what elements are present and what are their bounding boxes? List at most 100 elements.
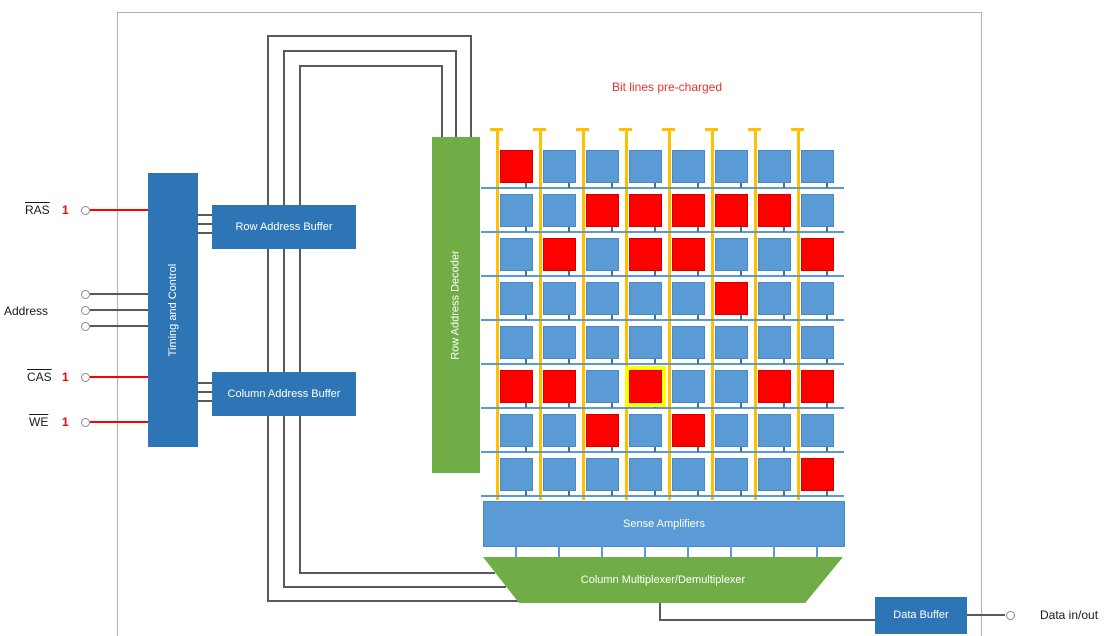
cell-stub [697, 359, 699, 364]
sense-amp-connector [816, 545, 818, 558]
memory-cell [801, 238, 834, 271]
memory-cell [629, 150, 662, 183]
memory-cell [758, 282, 791, 315]
memory-cell [758, 458, 791, 491]
memory-cell [500, 238, 533, 271]
bus-wire [299, 65, 443, 67]
address-terminal-2 [81, 306, 90, 315]
we-signal-label: WE [29, 415, 49, 429]
cell-stub [568, 315, 570, 320]
bus-wire [267, 35, 472, 37]
column-address-buffer-label: Column Address Buffer [227, 387, 341, 400]
data-out-wire [967, 614, 1005, 616]
timing-colbuf-wire [197, 382, 213, 384]
cell-stub [654, 491, 656, 496]
memory-cell [586, 414, 619, 447]
timing-rowbuf-wire [197, 214, 213, 216]
memory-cell [543, 370, 576, 403]
cell-stub [568, 227, 570, 232]
memory-cell [586, 282, 619, 315]
memory-cell [629, 370, 662, 403]
we-signal-value: 1 [62, 415, 69, 429]
bit-line-tick [705, 128, 718, 131]
memory-cell [500, 370, 533, 403]
timing-colbuf-wire [197, 391, 213, 393]
memory-cell [543, 414, 576, 447]
word-line [481, 407, 844, 409]
memory-cell [672, 238, 705, 271]
bus-wire [299, 65, 301, 574]
memory-cell [715, 282, 748, 315]
memory-cell [672, 282, 705, 315]
word-line [481, 319, 844, 321]
cell-stub [826, 271, 828, 276]
column-address-buffer-block: Column Address Buffer [212, 372, 356, 416]
sense-amplifiers-block: Sense Amplifiers [483, 501, 845, 547]
cas-signal-label: CAS [27, 370, 52, 384]
ras-wire [90, 209, 150, 211]
cell-stub [697, 183, 699, 188]
memory-cell [801, 370, 834, 403]
memory-cell [715, 194, 748, 227]
cell-stub [525, 491, 527, 496]
bit-line-tick [791, 128, 804, 131]
bit-lines-note: Bit lines pre-charged [611, 80, 723, 94]
memory-cell [672, 414, 705, 447]
cell-stub [783, 315, 785, 320]
bit-line-tick [662, 128, 675, 131]
memory-cell [801, 458, 834, 491]
memory-cell [586, 458, 619, 491]
sense-amp-connector [558, 545, 560, 558]
cell-stub [654, 447, 656, 452]
we-terminal [81, 418, 90, 427]
memory-cell [715, 150, 748, 183]
cell-stub [826, 315, 828, 320]
memory-cell [758, 194, 791, 227]
mux-output-wire [659, 619, 876, 621]
address-wire-1 [90, 293, 150, 295]
cell-stub [611, 491, 613, 496]
memory-cell [629, 326, 662, 359]
memory-cell [500, 458, 533, 491]
cell-stub [525, 227, 527, 232]
bit-line [668, 128, 671, 500]
cell-stub [611, 271, 613, 276]
cell-stub [568, 447, 570, 452]
memory-cell [629, 238, 662, 271]
row-address-buffer-label: Row Address Buffer [235, 220, 333, 233]
cell-stub [654, 403, 656, 408]
word-line [481, 231, 844, 233]
bit-line-tick [490, 128, 503, 131]
cell-stub [525, 403, 527, 408]
word-line [481, 187, 844, 189]
cell-stub [654, 359, 656, 364]
bus-wire [283, 50, 285, 588]
bus-wire [283, 50, 457, 52]
word-line [481, 275, 844, 277]
cell-stub [611, 403, 613, 408]
cell-stub [525, 447, 527, 452]
address-signal-label: Address [4, 304, 49, 318]
bit-line [496, 128, 499, 500]
cell-stub [568, 271, 570, 276]
sense-amp-connector [687, 545, 689, 558]
cell-stub [826, 183, 828, 188]
word-line [481, 495, 844, 497]
memory-cell [758, 238, 791, 271]
cell-stub [654, 183, 656, 188]
ras-signal-label: RAS [25, 203, 50, 217]
bit-line [539, 128, 542, 500]
memory-cell [672, 326, 705, 359]
cell-stub [525, 359, 527, 364]
bit-line-tick [748, 128, 761, 131]
address-wire-2 [90, 309, 150, 311]
bus-wire [299, 572, 495, 574]
timing-control-block: Timing and Control [148, 173, 198, 447]
cell-stub [740, 183, 742, 188]
cell-stub [740, 227, 742, 232]
bit-line [625, 128, 628, 500]
cell-stub [611, 227, 613, 232]
cell-stub [611, 315, 613, 320]
word-line [481, 451, 844, 453]
cell-stub [783, 359, 785, 364]
